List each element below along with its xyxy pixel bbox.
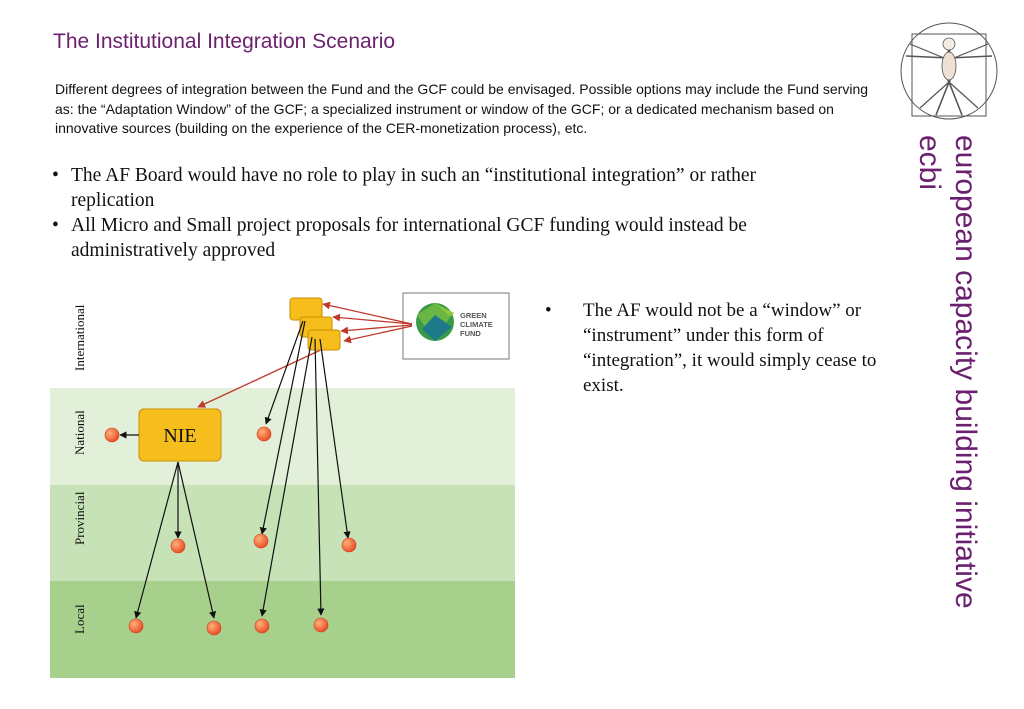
project-node [341, 537, 357, 553]
black-arrows [119, 320, 351, 619]
intro-paragraph: Different degrees of integration between… [55, 81, 869, 136]
level-label-provincial: Provincial [72, 491, 87, 545]
bullet-item: • All Micro and Small project proposals … [52, 213, 842, 263]
level-label-local: Local [72, 604, 87, 634]
gcf-globe-icon [416, 303, 454, 341]
band-local [50, 581, 515, 678]
project-node [206, 620, 222, 636]
gcf-window-box [307, 329, 341, 351]
page-title: The Institutional Integration Scenario [53, 30, 396, 53]
org-abbr: ecbi [913, 135, 946, 190]
gcf-logo: GREEN CLIMATE FUND [402, 292, 510, 360]
bullet-dot: • [52, 215, 59, 236]
project-node [104, 427, 120, 443]
level-label-international: International [72, 304, 87, 371]
bullet-item: • The AF Board would have no role to pla… [52, 163, 842, 213]
level-label-national: National [72, 410, 87, 455]
bullet-text: The AF Board would have no role to play … [71, 165, 757, 211]
bullet-list: • The AF Board would have no role to pla… [52, 163, 842, 263]
gcf-logo-line: FUND [460, 329, 481, 338]
project-node [313, 617, 329, 633]
project-node [170, 538, 186, 554]
integration-diagram: International National Provincial Local … [50, 292, 515, 678]
vitruvian-man-icon [900, 22, 998, 120]
bullet-dot: • [52, 165, 59, 186]
nie-label: NIE [163, 425, 196, 447]
project-node [256, 426, 272, 442]
project-node [128, 618, 144, 634]
gcf-logo-line: GREEN [460, 311, 487, 320]
bullet-dot: • [545, 300, 552, 321]
side-bullet: • The AF would not be a “window” or “ins… [545, 298, 885, 398]
project-node [254, 618, 270, 634]
band-national [50, 388, 515, 485]
red-arrows [197, 301, 413, 408]
gcf-logo-line: CLIMATE [460, 320, 493, 329]
project-nodes [104, 426, 357, 636]
project-node [253, 533, 269, 549]
bullet-text: All Micro and Small project proposals fo… [71, 215, 747, 261]
branding-vertical: european capacity building initiative ec… [913, 135, 982, 609]
org-name: european capacity building initiative [949, 135, 982, 609]
side-bullet-text: The AF would not be a “window” or “instr… [583, 300, 877, 396]
